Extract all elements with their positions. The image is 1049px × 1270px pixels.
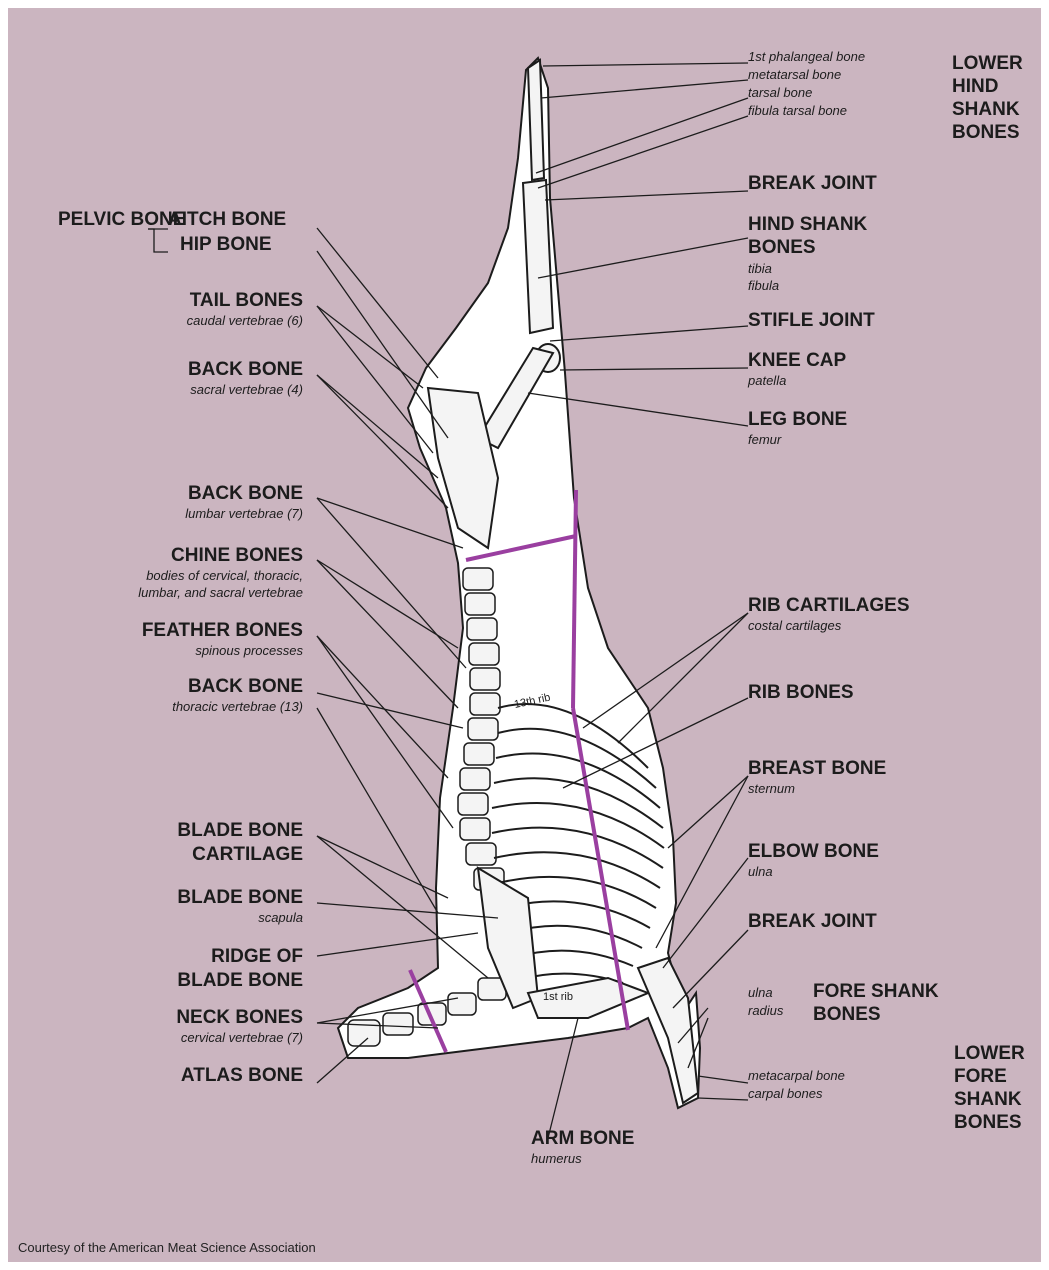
back-bone-thoracic-label: BACK BONE: [58, 675, 303, 698]
carpal-label: carpal bones: [748, 1085, 822, 1102]
pelvic-bone-label: PELVIC BONE: [58, 208, 138, 231]
lower-hind-shank-label-2: HIND: [952, 75, 998, 98]
lower-hind-shank-label-1: LOWER: [952, 52, 1023, 75]
feather-bones-sub: spinous processes: [58, 642, 303, 659]
lower-fore-shank-label-3: SHANK: [954, 1088, 1022, 1111]
knee-cap-label: KNEE CAP: [748, 349, 846, 372]
rib-bones-label: RIB BONES: [748, 681, 854, 704]
hind-shank-sub-1: tibia: [748, 260, 772, 277]
back-bone-thoracic-sub: thoracic vertebrae (13): [58, 698, 303, 715]
elbow-bone-label: ELBOW BONE: [748, 840, 879, 863]
neck-bones-sub: cervical vertebrae (7): [58, 1029, 303, 1046]
back-bone-lumbar-label: BACK BONE: [58, 482, 303, 505]
feather-bones-label: FEATHER BONES: [58, 619, 303, 642]
hind-shank-bones-label-1: HIND SHANK: [748, 213, 867, 236]
arm-bone-label: ARM BONE: [531, 1127, 634, 1150]
lower-fore-shank-label-4: BONES: [954, 1111, 1022, 1134]
break-joint-fore-label: BREAK JOINT: [748, 910, 877, 933]
fore-shank-bones-label-2: BONES: [813, 1003, 881, 1026]
fore-ulna-label: ulna: [748, 984, 773, 1001]
rib-cartilages-sub: costal cartilages: [748, 617, 841, 634]
breast-bone-sub: sternum: [748, 780, 795, 797]
atlas-bone-label: ATLAS BONE: [58, 1064, 303, 1087]
breast-bone-label: BREAST BONE: [748, 757, 886, 780]
ridge-of-blade-bone-label-1: RIDGE OF: [58, 945, 303, 968]
leg-bone-label: LEG BONE: [748, 408, 847, 431]
chine-bones-sub-1: bodies of cervical, thoracic,: [58, 567, 303, 584]
hind-shank-bones-label-2: BONES: [748, 236, 816, 259]
metacarpal-label: metacarpal bone: [748, 1067, 845, 1084]
back-bone-sacral-sub: sacral vertebrae (4): [58, 381, 303, 398]
diagram-canvas: 13th rib 1st rib PELVIC BONE AITCH BONE …: [8, 8, 1041, 1262]
leg-bone-sub: femur: [748, 431, 781, 448]
fibula-tarsal-label: fibula tarsal bone: [748, 102, 847, 119]
stifle-joint-label: STIFLE JOINT: [748, 309, 875, 332]
lower-fore-shank-label-2: FORE: [954, 1065, 1007, 1088]
tarsal-label: tarsal bone: [748, 84, 812, 101]
chine-bones-label: CHINE BONES: [58, 544, 303, 567]
rib-1-label: 1st rib: [543, 991, 573, 1003]
neck-bones-label: NECK BONES: [58, 1006, 303, 1029]
arm-bone-sub: humerus: [531, 1150, 582, 1167]
fore-shank-bones-label-1: FORE SHANK: [813, 980, 939, 1003]
ridge-of-blade-bone-label-2: BLADE BONE: [58, 969, 303, 992]
tail-bones-sub: caudal vertebrae (6): [58, 312, 303, 329]
blade-bone-cartilage-label-2: CARTILAGE: [58, 843, 303, 866]
knee-cap-sub: patella: [748, 372, 786, 389]
chine-bones-sub-2: lumbar, and sacral vertebrae: [58, 584, 303, 601]
blade-bone-sub: scapula: [58, 909, 303, 926]
aitch-bone-label: AITCH BONE: [168, 208, 286, 231]
fore-radius-label: radius: [748, 1002, 783, 1019]
credit-text: Courtesy of the American Meat Science As…: [18, 1240, 316, 1255]
hind-shank-sub-2: fibula: [748, 277, 779, 294]
metatarsal-label: metatarsal bone: [748, 66, 841, 83]
hip-bone-label: HIP BONE: [180, 233, 272, 256]
lower-fore-shank-label-1: LOWER: [954, 1042, 1025, 1065]
blade-bone-cartilage-label-1: BLADE BONE: [58, 819, 303, 842]
blade-bone-label: BLADE BONE: [58, 886, 303, 909]
break-joint-hind-label: BREAK JOINT: [748, 172, 877, 195]
tail-bones-label: TAIL BONES: [58, 289, 303, 312]
rib-cartilages-label: RIB CARTILAGES: [748, 594, 910, 617]
back-bone-lumbar-sub: lumbar vertebrae (7): [58, 505, 303, 522]
back-bone-sacral-label: BACK BONE: [58, 358, 303, 381]
phalangeal-label: 1st phalangeal bone: [748, 48, 865, 65]
lower-hind-shank-label-3: SHANK: [952, 98, 1020, 121]
elbow-bone-sub: ulna: [748, 863, 773, 880]
lower-hind-shank-label-4: BONES: [952, 121, 1020, 144]
